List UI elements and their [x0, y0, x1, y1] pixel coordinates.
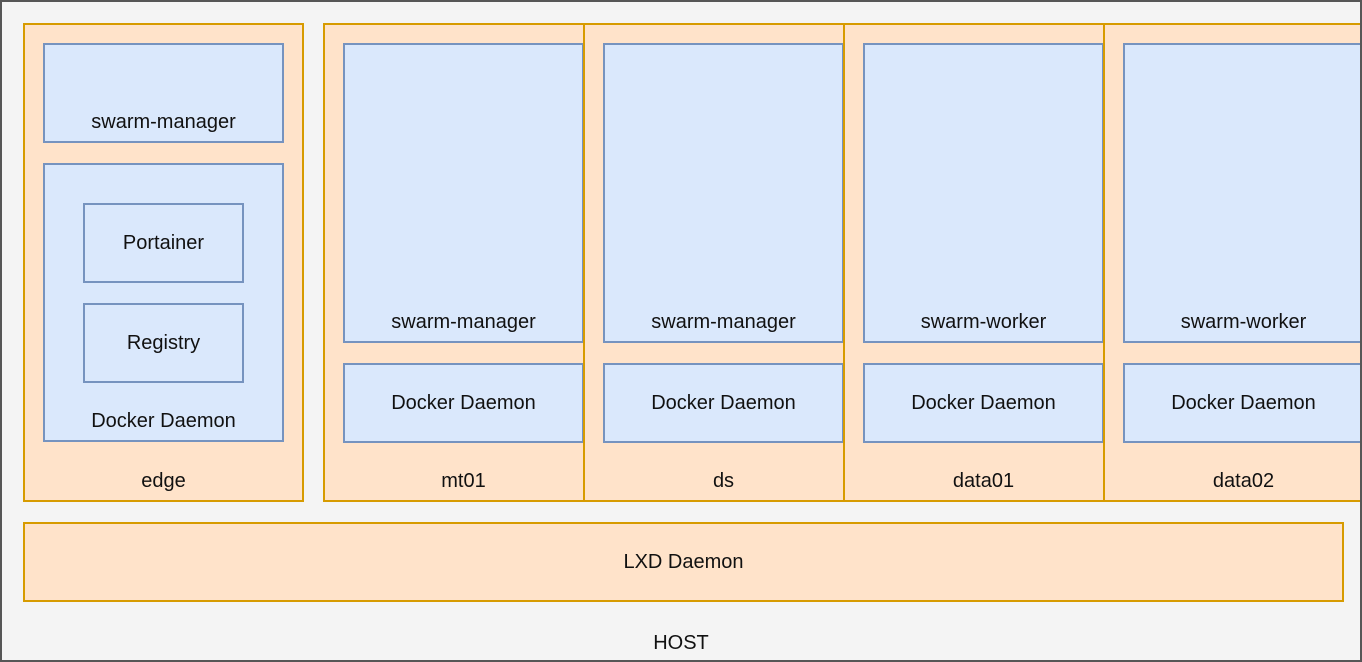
container-data01-label: data01: [952, 470, 1015, 492]
container-mt01-label: mt01: [441, 470, 486, 492]
container-edge-label: edge: [141, 470, 186, 492]
lxd-daemon-bar[interactable]: LXD Daemon: [23, 522, 1344, 602]
ds-docker-daemon-node[interactable]: Docker Daemon: [603, 363, 844, 443]
data02-swarm-worker-node[interactable]: swarm-worker: [1123, 43, 1360, 343]
mt01-swarm-manager-label: swarm-manager: [391, 311, 536, 333]
edge-swarm-manager-node[interactable]: swarm-manager: [43, 43, 284, 143]
data01-swarm-worker-node[interactable]: swarm-worker: [863, 43, 1104, 343]
edge-portainer-label: Portainer: [122, 232, 205, 254]
lxd-daemon-label: LXD Daemon: [623, 551, 744, 573]
data02-docker-daemon-node[interactable]: Docker Daemon: [1123, 363, 1360, 443]
ds-docker-daemon-label: Docker Daemon: [651, 392, 796, 414]
container-ds-label: ds: [712, 470, 735, 492]
edge-portainer-service[interactable]: Portainer: [83, 203, 244, 283]
mt01-docker-daemon-node[interactable]: Docker Daemon: [343, 363, 584, 443]
edge-registry-label: Registry: [126, 332, 201, 354]
container-data02-label: data02: [1212, 470, 1275, 492]
ds-swarm-manager-node[interactable]: swarm-manager: [603, 43, 844, 343]
data01-docker-daemon-label: Docker Daemon: [911, 392, 1056, 414]
data01-docker-daemon-node[interactable]: Docker Daemon: [863, 363, 1104, 443]
edge-swarm-manager-label: swarm-manager: [91, 111, 236, 133]
data01-swarm-worker-label: swarm-worker: [920, 311, 1047, 333]
data02-docker-daemon-label: Docker Daemon: [1171, 392, 1316, 414]
ds-swarm-manager-label: swarm-manager: [651, 311, 796, 333]
mt01-swarm-manager-node[interactable]: swarm-manager: [343, 43, 584, 343]
host-label: HOST: [653, 632, 709, 654]
edge-docker-daemon-label: Docker Daemon: [91, 410, 236, 432]
data02-swarm-worker-label: swarm-worker: [1180, 311, 1307, 333]
mt01-docker-daemon-label: Docker Daemon: [391, 392, 536, 414]
edge-registry-service[interactable]: Registry: [83, 303, 244, 383]
